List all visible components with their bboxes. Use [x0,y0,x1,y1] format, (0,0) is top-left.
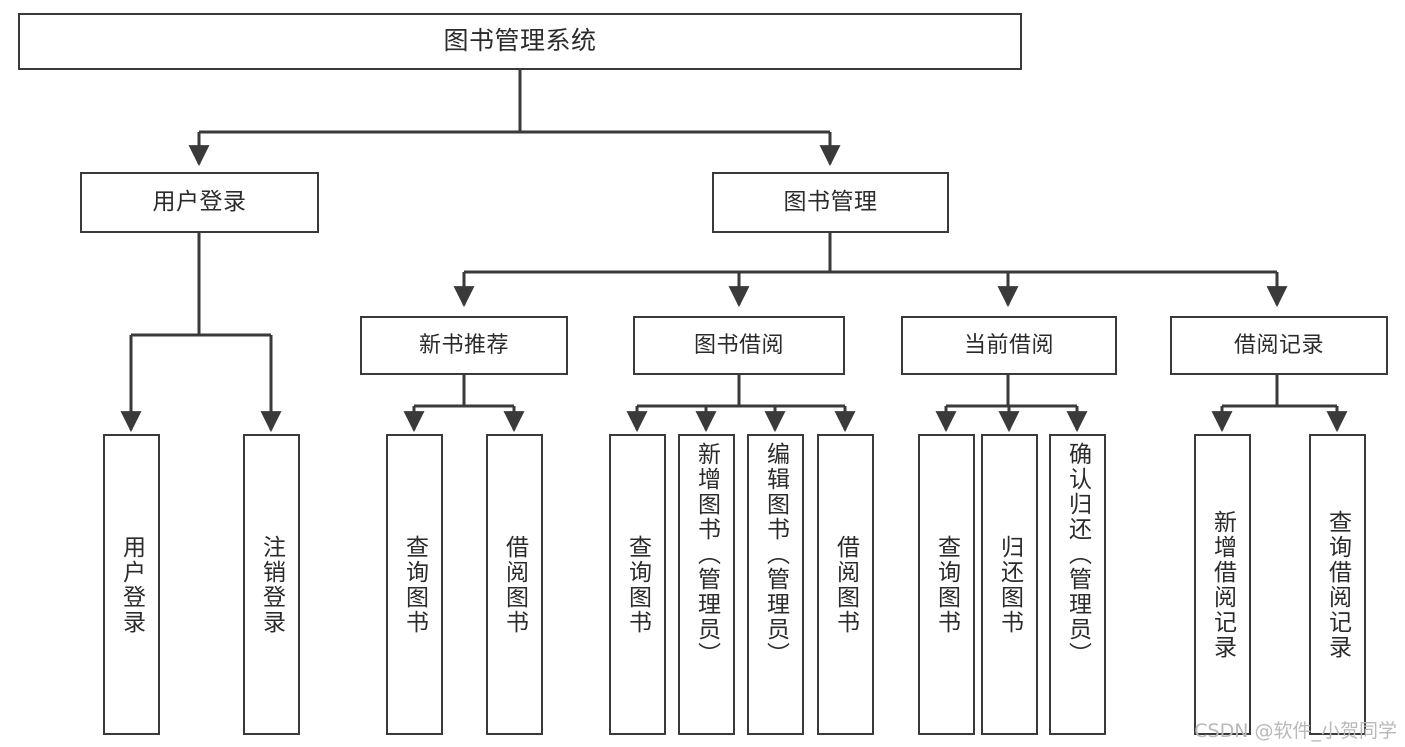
node-label: 归还图书 [996,534,1023,635]
node-label: 新书推荐 [418,332,509,358]
node-label: 新增图书（管理员） [693,442,720,667]
leaf-user-logout[interactable]: 注销登录 [243,434,300,735]
node-label: 查询图书 [401,534,428,635]
node-book-management[interactable]: 图书管理 [712,172,949,233]
node-label: 确认归还（管理员） [1064,442,1091,667]
node-label: 图书借阅 [693,332,784,358]
node-label: 查询借阅记录 [1324,509,1351,660]
node-label: 新增借阅记录 [1209,509,1236,660]
node-label: 借阅图书 [832,534,859,635]
node-label: 借阅记录 [1233,332,1324,358]
leaf-query-book-current[interactable]: 查询图书 [918,434,975,735]
leaf-query-borrow-record[interactable]: 查询借阅记录 [1309,434,1366,735]
leaf-query-book-recommend[interactable]: 查询图书 [386,434,443,735]
leaf-return-book[interactable]: 归还图书 [981,434,1038,735]
node-label: 图书管理 [783,189,878,216]
node-label: 当前借阅 [963,332,1054,358]
node-label: 查询图书 [624,534,651,635]
node-book-borrow[interactable]: 图书借阅 [633,316,845,375]
node-label: 图书管理系统 [443,26,597,56]
node-label: 借阅图书 [501,534,528,635]
node-label: 注销登录 [258,534,285,635]
node-label: 查询图书 [933,534,960,635]
leaf-query-book-borrow[interactable]: 查询图书 [609,434,666,735]
node-label: 用户登录 [152,189,247,216]
node-root-system[interactable]: 图书管理系统 [18,13,1022,70]
node-user-login[interactable]: 用户登录 [80,172,319,233]
leaf-add-book-admin[interactable]: 新增图书（管理员） [678,434,735,735]
leaf-borrow-book[interactable]: 借阅图书 [817,434,874,735]
leaf-borrow-book-recommend[interactable]: 借阅图书 [486,434,543,735]
node-borrow-record[interactable]: 借阅记录 [1170,316,1388,375]
leaf-add-borrow-record[interactable]: 新增借阅记录 [1194,434,1251,735]
node-label: 编辑图书（管理员） [762,442,789,667]
node-current-borrow[interactable]: 当前借阅 [901,316,1117,375]
node-label: 用户登录 [118,534,145,635]
leaf-confirm-return-admin[interactable]: 确认归还（管理员） [1049,434,1106,735]
watermark-text: CSDN @软件_小贺同学 [1194,720,1397,742]
leaf-user-login[interactable]: 用户登录 [103,434,160,735]
leaf-edit-book-admin[interactable]: 编辑图书（管理员） [747,434,804,735]
node-new-book-recommend[interactable]: 新书推荐 [360,316,568,375]
